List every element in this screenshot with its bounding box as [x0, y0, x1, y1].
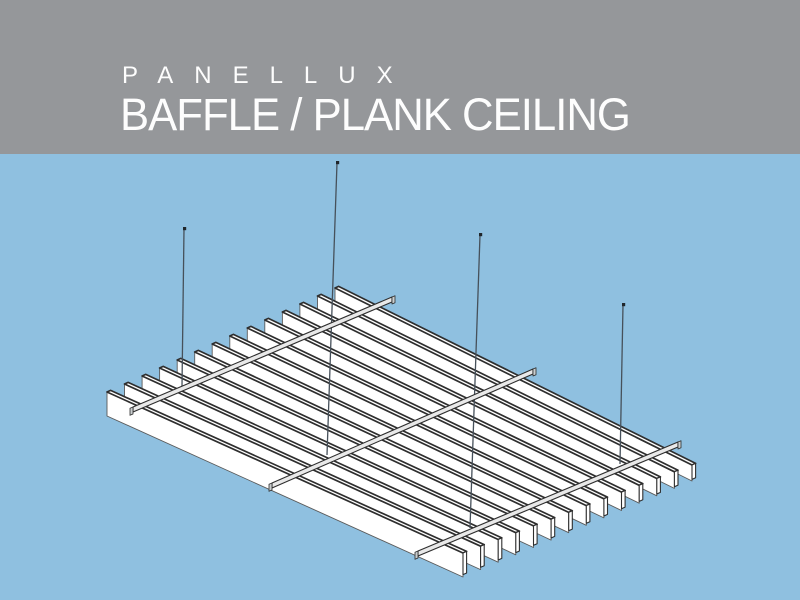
wire-hook — [622, 303, 626, 307]
baffle-plank-end-cap — [550, 517, 556, 539]
page-title: BAFFLE / PLANK CEILING — [120, 89, 631, 140]
baffle-plank-end-cap — [603, 496, 609, 517]
baffle-plank-end-cap — [497, 537, 503, 561]
baffle-plank-end-cap — [480, 544, 485, 568]
header-band: PANELLUX BAFFLE / PLANK CEILING — [0, 0, 800, 154]
carrier-rail-end-cap — [268, 482, 273, 492]
wire-hook — [336, 161, 340, 165]
carrier-rail-end-cap — [677, 440, 682, 450]
carrier-rail-end-cap — [532, 367, 537, 377]
wire-hook — [183, 227, 187, 231]
baffle-plank-end-cap — [656, 476, 661, 495]
carrier-rail-end-cap — [129, 406, 134, 416]
wire-hook — [479, 233, 483, 237]
baffle-plank-end-cap — [673, 469, 679, 488]
baffle-plank-end-cap — [638, 483, 644, 502]
brand-name: PANELLUX — [122, 62, 414, 89]
baffle-plank-end-cap — [585, 503, 591, 524]
baffle-plank-end-cap — [515, 530, 520, 554]
baffle-plank-end-cap — [620, 489, 626, 510]
suspension-wire — [619, 304, 624, 465]
baffle-plank-end-cap — [462, 550, 468, 576]
suspension-wire — [181, 228, 185, 387]
suspension-wire — [469, 234, 481, 529]
suspension-wire — [326, 162, 338, 456]
baffle-plank-end-cap — [568, 510, 573, 532]
carrier-rail-end-cap — [391, 295, 396, 305]
carrier-rail-end-cap — [414, 550, 419, 560]
baffle-plank-end-cap — [691, 462, 697, 480]
baffle-plank-end-cap — [532, 523, 538, 546]
